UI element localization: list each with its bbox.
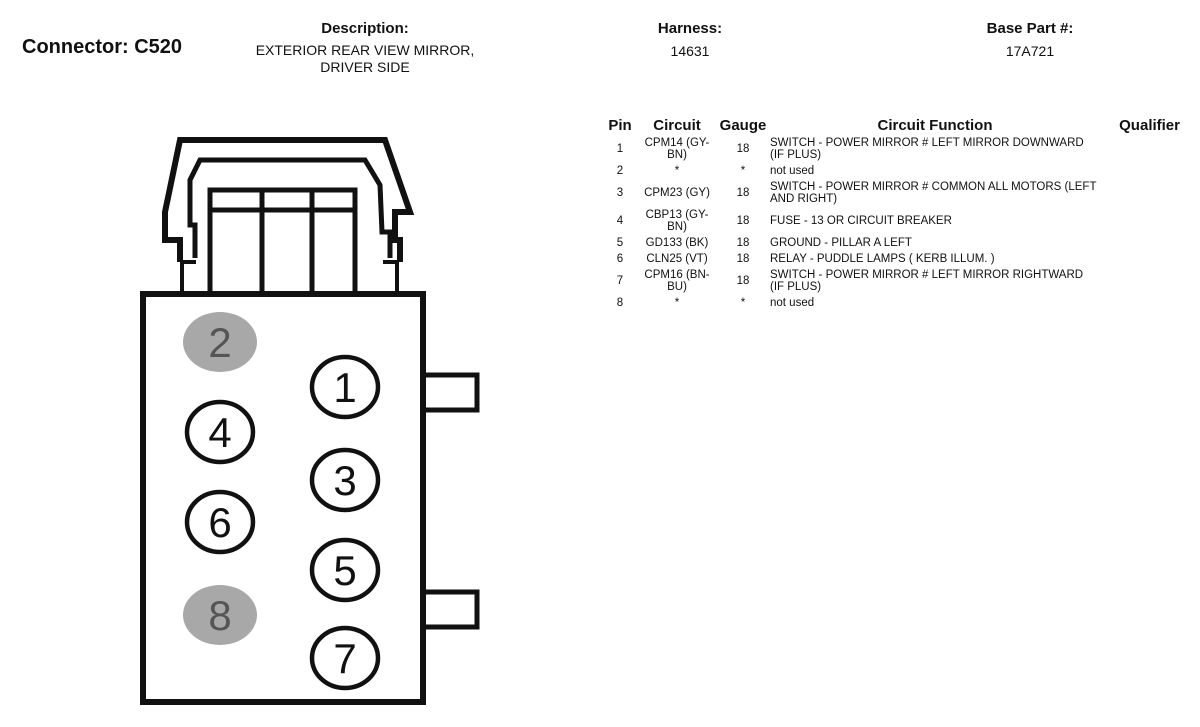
side-tab-upper xyxy=(424,372,480,413)
table-row: 5 GD133 (BK) 18 GROUND - PILLAR A LEFT xyxy=(602,236,1180,252)
pin-cavity-2: 2 xyxy=(183,312,257,372)
cell-circuit-function: RELAY - PUDDLE LAMPS ( KERB ILLUM. ) xyxy=(770,253,995,265)
table-header-row: Pin Circuit Gauge Circuit Function Quali… xyxy=(602,117,1180,136)
pin-cavity-4: 4 xyxy=(184,399,256,465)
cell-circuit: * xyxy=(674,297,680,309)
base-part-value: 17A721 xyxy=(1005,43,1055,59)
pin-cavity-ring xyxy=(184,399,256,465)
latch-fingers xyxy=(207,187,358,292)
cell-circuit-function: GROUND - PILLAR A LEFT xyxy=(770,237,912,249)
cell-circuit: CPM16 (BN-BU) xyxy=(644,269,710,293)
description-line-2: DRIVER SIDE xyxy=(320,59,410,75)
cell-qualifier xyxy=(1100,136,1180,164)
cell-qualifier xyxy=(1100,208,1180,236)
pin-number: 6 xyxy=(208,499,231,546)
table-row: 6 CLN25 (VT) 18 RELAY - PUDDLE LAMPS ( KERB… xyxy=(602,252,1180,268)
pin-number: 8 xyxy=(208,592,231,639)
col-header-circuit: Circuit xyxy=(653,117,701,134)
cell-gauge: 18 xyxy=(736,143,750,155)
col-header-circuit-function: Circuit Function xyxy=(877,117,993,134)
pin-cavity-ring xyxy=(309,354,381,420)
connector-title: Connector: C520 xyxy=(22,36,183,58)
base-part-label: Base Part #: xyxy=(986,20,1074,37)
cell-gauge: * xyxy=(740,165,746,177)
cell-gauge: * xyxy=(740,297,746,309)
cell-circuit-function: SWITCH - POWER MIRROR # LEFT MIRROR RIGH… xyxy=(770,269,1084,293)
cell-pin: 6 xyxy=(616,253,624,265)
cell-qualifier xyxy=(1100,268,1180,296)
col-header-gauge: Gauge xyxy=(719,117,767,134)
pin-number: 2 xyxy=(208,319,231,366)
table-row: 7 CPM16 (BN-BU) 18 SWITCH - POWER MIRROR # … xyxy=(602,268,1180,296)
cell-circuit-function: not used xyxy=(770,165,815,177)
pin-cavity-ring xyxy=(309,625,381,691)
cell-pin: 7 xyxy=(616,275,624,287)
cell-circuit-function: FUSE - 13 OR CIRCUIT BREAKER xyxy=(770,215,952,227)
table-row: 1 CPM14 (GY-BN) 18 SWITCH - POWER MIRROR # … xyxy=(602,136,1180,164)
pin-number: 5 xyxy=(333,547,356,594)
pin-cavity-8: 8 xyxy=(183,585,257,645)
cell-circuit: * xyxy=(674,165,680,177)
pin-cavities: 1 2 3 4 5 6 7 8 xyxy=(183,312,381,691)
cell-pin: 5 xyxy=(616,237,624,249)
cell-qualifier xyxy=(1100,252,1180,268)
cell-pin: 3 xyxy=(616,187,624,199)
pin-cavity-ring xyxy=(184,489,256,555)
pin-number: 3 xyxy=(333,457,356,504)
pin-cavity-5: 5 xyxy=(309,537,381,603)
cell-gauge: 18 xyxy=(736,275,750,287)
side-tab-lower xyxy=(424,589,480,630)
cell-gauge: 18 xyxy=(736,215,750,227)
pin-cavity-6: 6 xyxy=(184,489,256,555)
cell-pin: 4 xyxy=(616,215,624,227)
cell-qualifier xyxy=(1100,236,1180,252)
harness-label: Harness: xyxy=(657,20,723,37)
cell-circuit-function: not used xyxy=(770,297,815,309)
pin-cavity-ring xyxy=(309,447,381,513)
cell-circuit: CLN25 (VT) xyxy=(646,253,708,265)
cell-gauge: 18 xyxy=(736,237,750,249)
connector-outline xyxy=(140,137,480,705)
col-header-qualifier: Qualifier xyxy=(1119,117,1180,134)
description-label: Description: xyxy=(321,20,409,37)
table-row: 8 * * not used xyxy=(602,296,1180,312)
cell-pin: 8 xyxy=(616,297,624,309)
pin-cavity-7: 7 xyxy=(309,625,381,691)
latch-outer xyxy=(162,137,415,262)
connector-body xyxy=(140,291,426,705)
pin-number: 1 xyxy=(333,364,356,411)
harness-value: 14631 xyxy=(670,43,710,59)
pin-cavity-3: 3 xyxy=(309,447,381,513)
cell-circuit: GD133 (BK) xyxy=(645,237,709,249)
pin-number: 4 xyxy=(208,409,231,456)
latch-inner xyxy=(187,157,393,258)
table-row: 2 * * not used xyxy=(602,164,1180,180)
cell-circuit: CBP13 (GY-BN) xyxy=(645,209,709,233)
pin-cavity-ring xyxy=(183,312,257,372)
cell-circuit-function: SWITCH - POWER MIRROR # LEFT MIRROR DOWN… xyxy=(770,137,1084,161)
cell-circuit-function: SWITCH - POWER MIRROR # COMMON ALL MOTOR… xyxy=(770,181,1097,205)
cell-qualifier xyxy=(1100,296,1180,312)
pin-table: Pin Circuit Gauge Circuit Function Quali… xyxy=(602,117,1180,312)
cell-qualifier xyxy=(1100,164,1180,180)
latch-shoulders xyxy=(180,260,399,292)
connector-face-diagram: 1 2 3 4 5 6 7 8 xyxy=(140,137,480,705)
cell-circuit: CPM14 (GY-BN) xyxy=(644,137,710,161)
cell-circuit: CPM23 (GY) xyxy=(644,187,710,199)
cell-gauge: 18 xyxy=(736,187,750,199)
pin-number: 7 xyxy=(333,635,356,682)
cell-pin: 2 xyxy=(616,165,624,177)
description-line-1: EXTERIOR REAR VIEW MIRROR, xyxy=(255,42,475,58)
description-value: EXTERIOR REAR VIEW MIRROR, DRIVER SIDE xyxy=(215,42,515,76)
cell-gauge: 18 xyxy=(736,253,750,265)
pin-cavity-ring xyxy=(309,537,381,603)
table-row: 4 CBP13 (GY-BN) 18 FUSE - 13 OR CIRCUIT BRE… xyxy=(602,208,1180,236)
cell-pin: 1 xyxy=(616,143,624,155)
table-row: 3 CPM23 (GY) 18 SWITCH - POWER MIRROR # COM… xyxy=(602,180,1180,208)
col-header-pin: Pin xyxy=(608,117,632,134)
pin-cavity-1: 1 xyxy=(309,354,381,420)
pin-cavity-ring xyxy=(183,585,257,645)
cell-qualifier xyxy=(1100,180,1180,208)
